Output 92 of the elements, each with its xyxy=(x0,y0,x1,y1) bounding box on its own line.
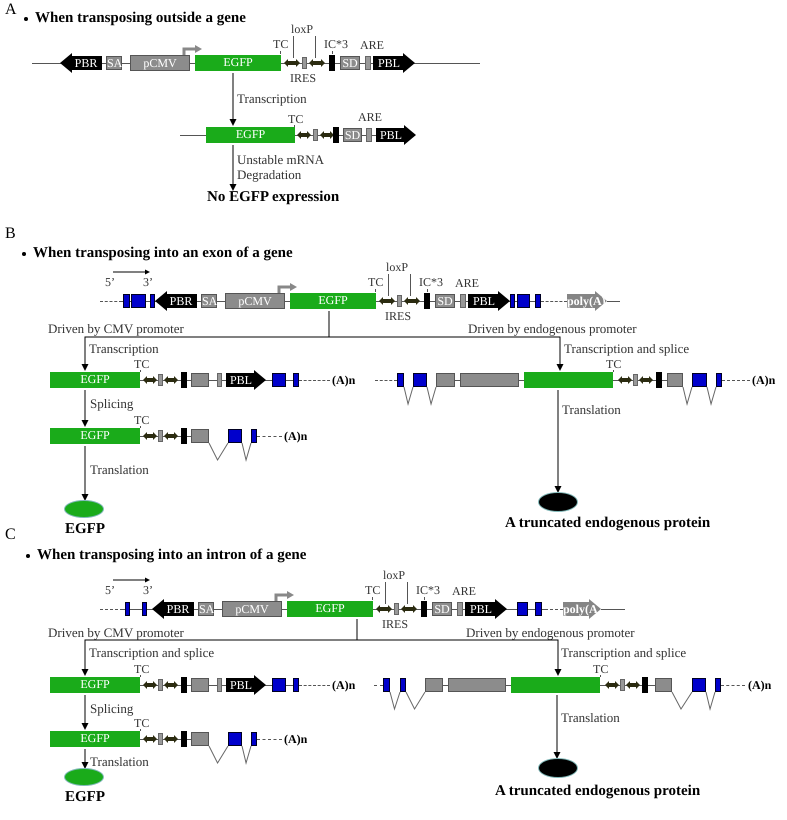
feature-label: 3’ xyxy=(143,584,153,596)
feature-label: IRES xyxy=(385,310,412,322)
gene-element-box: pCMV xyxy=(130,55,190,71)
arrow xyxy=(82,694,88,730)
feature-label: TC xyxy=(365,584,380,596)
polya-tail-label: (A)n xyxy=(748,679,772,691)
feature-label: 3’ xyxy=(143,276,153,288)
edge-label: Transcription and splice xyxy=(89,645,214,660)
feature-label: ARE xyxy=(455,277,479,289)
feature-label: IC*3 xyxy=(419,276,443,288)
polya-tail-label: (A)n xyxy=(752,374,776,386)
arrow xyxy=(82,748,88,769)
arrow xyxy=(328,310,564,371)
feature-label: TC xyxy=(606,358,622,370)
protein-ellipse xyxy=(64,768,104,786)
edge-label: Transcription xyxy=(89,341,159,356)
protein-ellipse xyxy=(538,492,578,512)
panel-letter: C xyxy=(5,527,16,543)
feature-label: 5’ xyxy=(105,584,115,596)
coding-region-box: EGFP xyxy=(195,55,281,71)
protein-label: EGFP xyxy=(65,522,105,537)
arrow xyxy=(554,694,560,759)
protein-label: A truncated endogenous protein xyxy=(505,516,710,531)
feature-label: loxP xyxy=(291,23,314,35)
arrow xyxy=(554,390,562,493)
edge-label: Translation xyxy=(561,710,620,725)
gene-element-box: pCMV xyxy=(222,601,282,617)
edge-label: Transcription xyxy=(237,91,307,106)
gene-element-box: SD xyxy=(432,602,452,616)
edge-label: Translation xyxy=(90,462,149,477)
feature-label: TC xyxy=(368,276,384,288)
panel-letter: A xyxy=(5,2,17,18)
feature-label: loxP xyxy=(383,569,406,581)
polya-tail-label: (A)n xyxy=(284,733,308,745)
feature-label: IC*3 xyxy=(324,38,348,50)
feature-label: TC xyxy=(134,663,150,675)
feature-label: TC xyxy=(134,717,150,729)
coding-region-box: EGFP xyxy=(50,677,140,693)
coding-region-box: EGFP xyxy=(287,601,373,617)
feature-label: TC xyxy=(273,38,288,50)
gene-element-box: SD xyxy=(343,128,362,142)
gene-element-box: SA xyxy=(198,602,214,616)
protein-ellipse xyxy=(538,758,578,778)
feature-label: IC*3 xyxy=(416,584,440,596)
edge-label: Splicing xyxy=(90,396,134,411)
branch-label: Driven by CMV promoter xyxy=(48,322,184,335)
edge-label: Transcription and splice xyxy=(564,341,690,356)
protein-label: EGFP xyxy=(65,790,105,805)
polya-tail-label: (A)n xyxy=(332,374,356,386)
feature-label: ARE xyxy=(358,111,382,123)
branch-label: Driven by CMV promoter xyxy=(48,626,184,639)
feature-label: TC xyxy=(593,663,608,675)
protein-ellipse xyxy=(64,500,104,518)
edge-label: Translation xyxy=(90,754,149,769)
arrow xyxy=(356,618,562,676)
polya-tail-label: (A)n xyxy=(332,679,356,691)
panel-title: When transposing outside a gene xyxy=(35,11,246,26)
gene-element-box: SA xyxy=(106,56,122,70)
gene-element-box: SD xyxy=(435,294,455,308)
feature-label: IRES xyxy=(290,72,316,84)
coding-region-box: EGFP xyxy=(290,293,376,309)
panel-title: When transposing into an intron of a gene xyxy=(37,548,306,563)
gene-element-box: SD xyxy=(340,56,360,70)
panel-letter: B xyxy=(5,226,16,242)
panel-title: When transposing into an exon of a gene xyxy=(33,246,293,261)
coding-region-box: EGFP xyxy=(50,731,140,747)
feature-label: IRES xyxy=(382,618,408,630)
coding-region-box: EGFP xyxy=(50,372,140,388)
feature-label: loxP xyxy=(386,261,408,273)
feature-label: TC xyxy=(288,113,304,125)
coding-region-box: EGFP xyxy=(50,428,140,444)
branch-label: Driven by endogenous promoter xyxy=(466,626,635,639)
arrow xyxy=(230,144,236,191)
result-label: No EGFP expression xyxy=(207,190,340,205)
feature-label: TC xyxy=(134,358,150,370)
feature-label: ARE xyxy=(452,585,476,597)
arrow xyxy=(82,446,88,501)
feature-label: ARE xyxy=(360,39,384,51)
edge-label: Translation xyxy=(562,402,621,417)
edge-label: Transcription and splice xyxy=(561,645,686,660)
branch-label: Driven by endogenous promoter xyxy=(468,322,637,335)
arrow xyxy=(82,390,88,427)
edge-label: Splicing xyxy=(90,701,134,716)
arrow xyxy=(230,72,236,126)
gene-element-box: pCMV xyxy=(225,293,285,309)
edge-label: Unstable mRNA Degradation xyxy=(237,152,325,182)
gene-element-box: SA xyxy=(201,294,217,308)
coding-region-box: EGFP xyxy=(206,127,295,143)
protein-label: A truncated endogenous protein xyxy=(495,784,700,799)
feature-label: TC xyxy=(134,414,150,426)
polya-tail-label: (A)n xyxy=(284,430,308,442)
feature-label: 5’ xyxy=(105,276,115,288)
